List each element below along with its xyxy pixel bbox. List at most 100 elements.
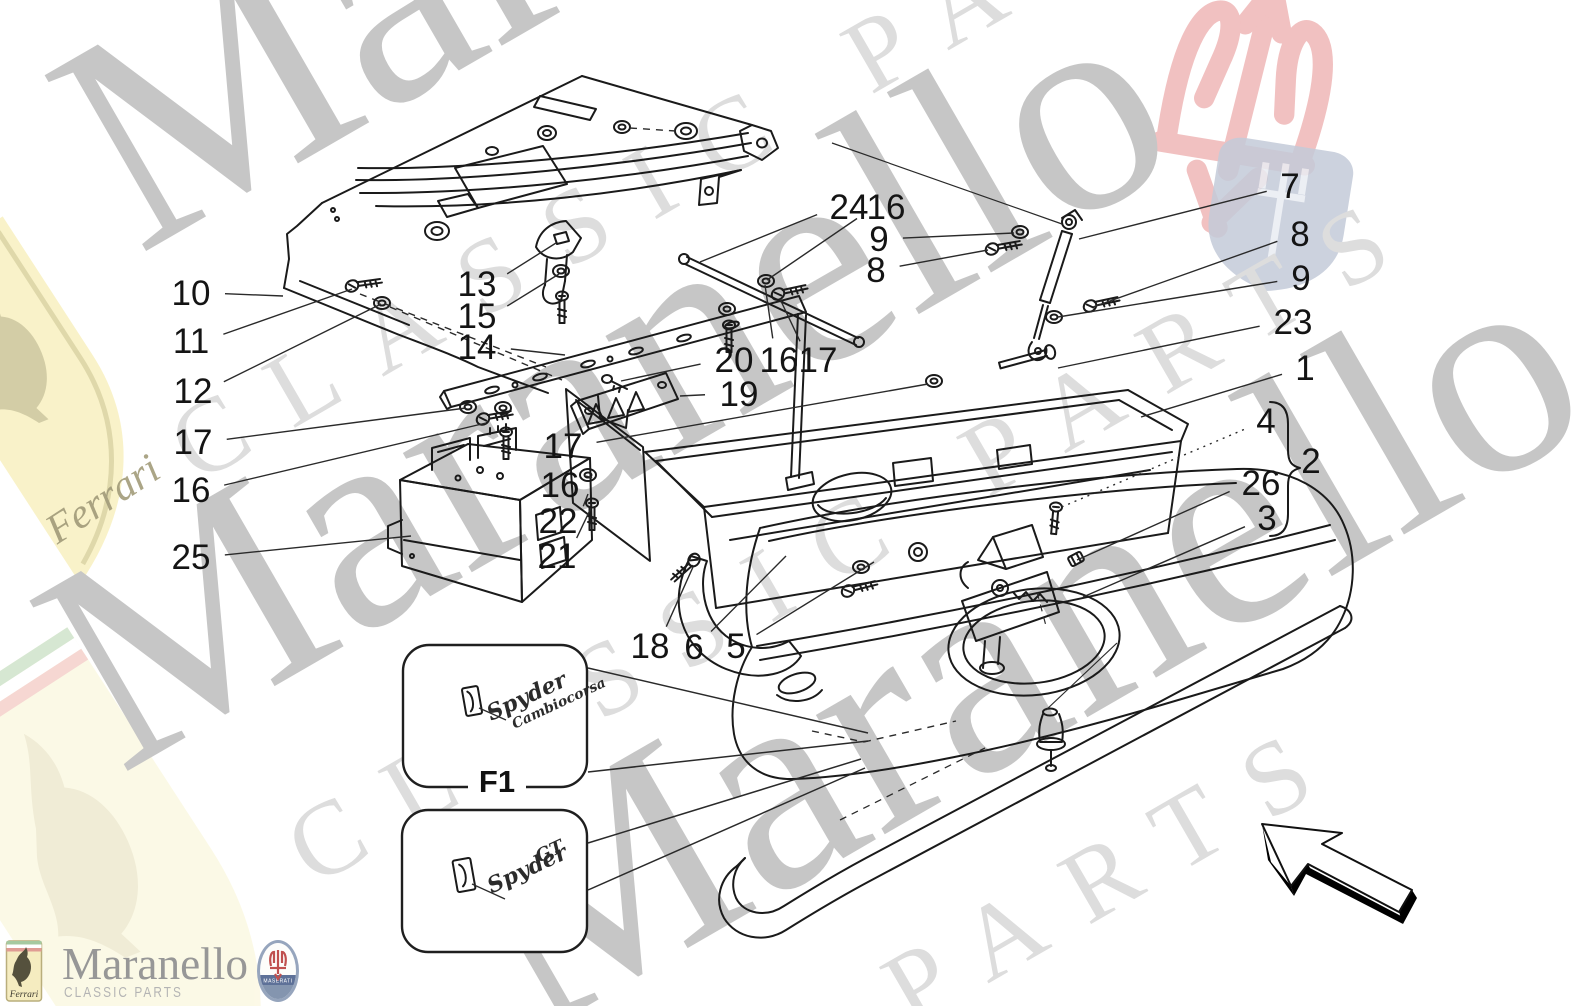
inset-gt-box: Spyder GT bbox=[400, 808, 589, 954]
callout-4[interactable]: 4 bbox=[1256, 402, 1275, 441]
dashboard-frame bbox=[283, 75, 779, 394]
group-brace bbox=[1269, 401, 1301, 537]
callout-12[interactable]: 12 bbox=[174, 372, 213, 411]
callout-16[interactable]: 16 bbox=[541, 466, 580, 505]
footer-logo: Ferrari Maranello CLASSIC PARTS MASERATI bbox=[5, 938, 299, 1002]
leader-line-8 bbox=[899, 249, 989, 267]
leader-line-7 bbox=[1078, 190, 1267, 240]
leader-line-25 bbox=[224, 535, 412, 556]
leader-line-14 bbox=[510, 348, 566, 356]
plastic-pin-23 bbox=[997, 344, 1057, 370]
latch-mechanism bbox=[959, 524, 1060, 675]
callout-8[interactable]: 8 bbox=[866, 251, 885, 290]
leader-line-23 bbox=[1057, 325, 1260, 369]
leader-line-16 bbox=[764, 284, 774, 339]
construction-line bbox=[587, 758, 862, 844]
callout-23[interactable]: 23 bbox=[1274, 303, 1313, 342]
direction-arrow bbox=[1261, 823, 1417, 924]
leader-line-16 bbox=[223, 422, 487, 486]
glovebox-exploded-diagram bbox=[283, 75, 1354, 939]
ferrari-wordmark: Ferrari bbox=[9, 990, 39, 1000]
callout-18[interactable]: 18 bbox=[631, 627, 670, 666]
f1-label: F1 bbox=[479, 764, 515, 799]
f1-label-underlay bbox=[468, 764, 526, 792]
callout-7[interactable]: 7 bbox=[1280, 167, 1299, 206]
leader-line-17 bbox=[779, 298, 801, 342]
leader-line-17 bbox=[226, 407, 467, 440]
inset-f1-box: Spyder Cambiocorsa F1 bbox=[401, 643, 608, 799]
construction-line bbox=[587, 767, 866, 891]
construction-line bbox=[1045, 642, 1118, 711]
prancing-horse-icon bbox=[12, 947, 31, 987]
callout-15[interactable]: 15 bbox=[458, 297, 497, 336]
leader-line-8 bbox=[1092, 240, 1278, 308]
callout-25[interactable]: 25 bbox=[172, 538, 211, 577]
callout-21[interactable]: 21 bbox=[538, 537, 577, 576]
hardware-layer bbox=[342, 225, 1122, 606]
construction-lines bbox=[359, 127, 1118, 891]
door-sill bbox=[718, 605, 1353, 939]
construction-line bbox=[831, 142, 1063, 225]
leader-line-21 bbox=[576, 507, 592, 539]
clip-26 bbox=[1067, 551, 1085, 567]
leader-line-5 bbox=[756, 561, 875, 636]
callout-16[interactable]: 16 bbox=[760, 341, 799, 380]
callout-3[interactable]: 3 bbox=[1257, 499, 1276, 538]
callout-5[interactable]: 5 bbox=[726, 627, 745, 666]
maranello-logo-text: Maranello bbox=[62, 938, 248, 989]
callout-19[interactable]: 19 bbox=[720, 375, 759, 414]
leader-line-6 bbox=[710, 555, 787, 633]
leader-line-10 bbox=[224, 293, 284, 297]
callout-6[interactable]: 6 bbox=[684, 628, 703, 667]
leader-line-17 bbox=[596, 383, 929, 444]
callout-24[interactable]: 24 bbox=[830, 188, 869, 227]
leader-line-13 bbox=[506, 242, 557, 275]
leader-line-1 bbox=[1140, 373, 1283, 418]
classic-parts-logo-text: CLASSIC PARTS bbox=[64, 984, 183, 1001]
leader-line-9 bbox=[902, 232, 1015, 239]
callout-11[interactable]: 11 bbox=[173, 322, 209, 361]
striker-plate bbox=[570, 372, 679, 435]
construction-line bbox=[389, 306, 563, 381]
badge-clip-glyph bbox=[461, 685, 483, 717]
ferrari-badge: Ferrari bbox=[5, 940, 43, 1002]
ferrari-shield-watermark-bottom bbox=[0, 627, 261, 1006]
callout-20[interactable]: 20 bbox=[715, 341, 754, 380]
callout-26[interactable]: 26 bbox=[1242, 464, 1281, 503]
callout-10[interactable]: 10 bbox=[172, 274, 211, 313]
construction-line bbox=[1036, 591, 1047, 627]
callout-17[interactable]: 17 bbox=[799, 341, 838, 380]
callout-9[interactable]: 9 bbox=[1291, 259, 1310, 298]
callout-9[interactable]: 9 bbox=[869, 220, 888, 259]
leader-line-16 bbox=[585, 475, 593, 479]
gas-strut bbox=[1027, 209, 1083, 362]
callout-14[interactable]: 14 bbox=[458, 328, 497, 367]
callout-17[interactable]: 17 bbox=[174, 423, 213, 462]
leader-line-20 bbox=[620, 363, 701, 382]
leader-line-11 bbox=[223, 288, 353, 335]
construction-line bbox=[587, 740, 869, 773]
callout-1[interactable]: 1 bbox=[1295, 349, 1314, 388]
callout-8[interactable]: 8 bbox=[1290, 215, 1309, 254]
callout-13[interactable]: 13 bbox=[458, 265, 497, 304]
leader-line-19 bbox=[679, 394, 706, 397]
maserati-badge: MASERATI bbox=[257, 940, 299, 1002]
leader-line-9 bbox=[1057, 280, 1278, 318]
badge-clip-glyph bbox=[451, 856, 477, 894]
callout-16[interactable]: 16 bbox=[172, 471, 211, 510]
rubber-bumper bbox=[1036, 707, 1066, 772]
leader-line-15 bbox=[506, 273, 560, 307]
construction-line bbox=[587, 667, 869, 734]
callout-22[interactable]: 22 bbox=[539, 502, 578, 541]
mounting-rail bbox=[439, 295, 815, 491]
callout-16[interactable]: 16 bbox=[867, 188, 906, 227]
leader-line-26 bbox=[1076, 490, 1230, 561]
construction-line bbox=[863, 720, 957, 743]
callout-2[interactable]: 2 bbox=[1301, 442, 1320, 481]
leader-line-24 bbox=[699, 213, 818, 263]
callout-17[interactable]: 17 bbox=[544, 427, 583, 466]
leader-line-16 bbox=[766, 217, 858, 281]
